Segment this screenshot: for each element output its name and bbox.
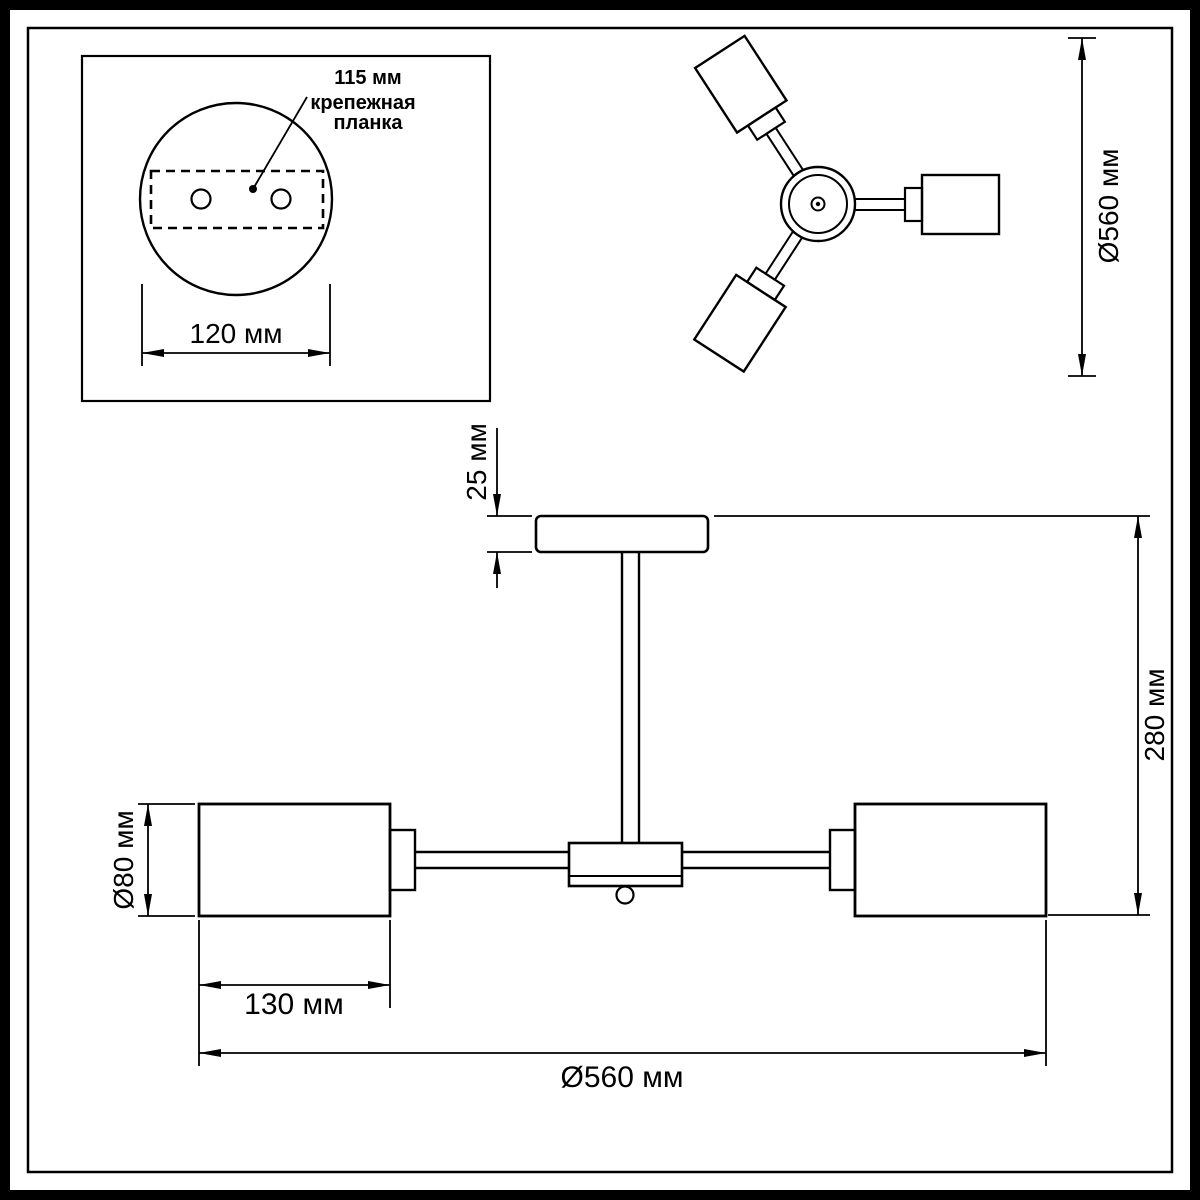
- finial-ball: [615, 885, 635, 905]
- screw-hole-right: [270, 188, 292, 210]
- plate-leader-line: [252, 96, 308, 190]
- dim-label-base-width: 120 мм: [190, 318, 283, 349]
- plate-name-line2: планка: [333, 112, 403, 134]
- hub-center-dot: [815, 201, 821, 207]
- lamp-arm-upper: [693, 34, 805, 178]
- arm-tube: [765, 126, 805, 178]
- lamp-arm-right: [854, 173, 1001, 236]
- dim-shade-diameter: Ø80 мм: [108, 803, 195, 917]
- lamp-socket-left: [388, 828, 417, 892]
- dim-label-shade-diameter: Ø80 мм: [108, 810, 139, 909]
- dim-base-width: 120 мм: [141, 284, 331, 366]
- lamp-shade: [920, 173, 1001, 236]
- dim-label-top-diameter: Ø560 мм: [1093, 149, 1124, 264]
- dim-total-height: 280 мм: [714, 515, 1170, 916]
- dim-shade-length: 130 мм: [198, 920, 391, 1066]
- lamp-socket-right: [828, 828, 857, 892]
- dim-label-canopy-height: 25 мм: [461, 423, 492, 500]
- dim-top-diameter: Ø560 мм: [1068, 37, 1124, 377]
- lamp-shade-left: [197, 802, 392, 918]
- lamp-shade: [693, 34, 789, 135]
- mounting-plate-outline: [149, 169, 325, 230]
- arm-tube: [854, 198, 906, 211]
- arm-tube: [764, 230, 804, 282]
- lamp-socket: [903, 186, 924, 223]
- top-view: Ø560 мм: [692, 34, 1124, 377]
- frame-inner-border: [26, 26, 1174, 1174]
- mounting-detail-box: 115 мм крепежная планка 120 мм: [80, 54, 492, 403]
- side-view: 25 мм 280 мм Ø80 мм 130 мм Ø560 мм: [108, 423, 1170, 1094]
- dim-canopy-height: 25 мм: [461, 423, 532, 588]
- dim-total-width: Ø560 мм: [199, 920, 1047, 1094]
- central-body: [567, 841, 684, 888]
- dim-label-total-height: 280 мм: [1139, 669, 1170, 762]
- dim-label-shade-length: 130 мм: [244, 988, 344, 1021]
- canopy-base-circle: [138, 101, 334, 297]
- dim-label-total-width: Ø560 мм: [561, 1061, 684, 1094]
- detail-box-outline: [80, 54, 492, 403]
- lamp-shade: [692, 273, 788, 374]
- plate-offset-label: 115 мм: [334, 67, 401, 89]
- ceiling-canopy: [534, 514, 710, 554]
- lamp-arm-lower: [692, 230, 804, 374]
- hub-center-circle: [810, 196, 826, 212]
- plate-name-line1: крепежная: [310, 92, 415, 114]
- hub-inner-circle: [788, 174, 848, 234]
- screw-hole-left: [190, 188, 212, 210]
- lamp-shade-right: [853, 802, 1048, 918]
